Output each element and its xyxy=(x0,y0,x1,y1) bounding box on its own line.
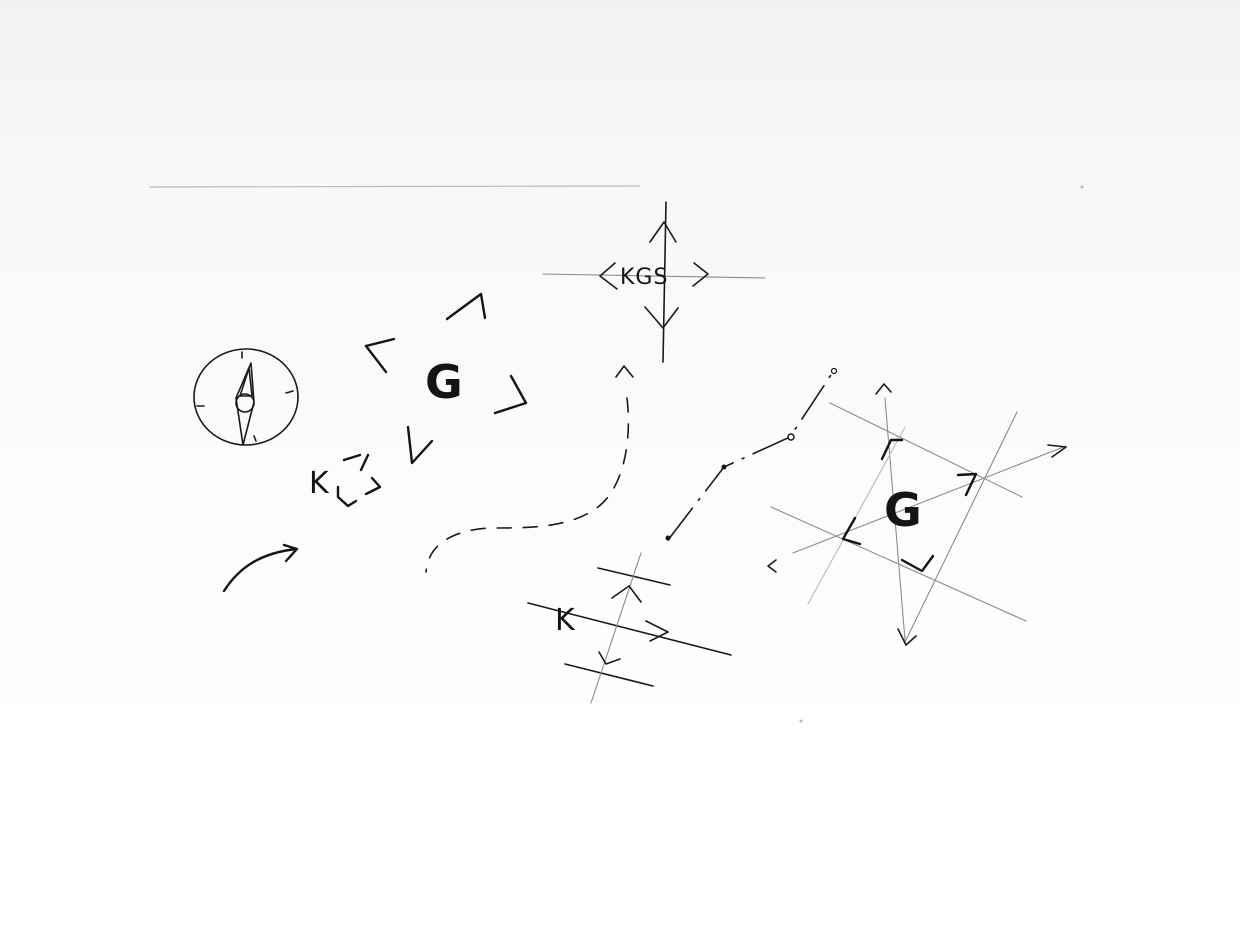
k-grid-vertical xyxy=(590,552,642,704)
k-grid-up-caret xyxy=(611,585,642,603)
g-grid-up-caret xyxy=(875,383,892,395)
g-bracket-top-left xyxy=(880,438,904,461)
g-grid-line-6 xyxy=(807,426,906,605)
bracket-top-left-leg xyxy=(364,344,388,374)
g-grid-cluster: G xyxy=(767,383,1067,646)
k-grid-line-bottom xyxy=(564,663,654,687)
label-right-bracket xyxy=(692,262,709,287)
dot-dash-connector xyxy=(665,367,838,541)
g-grid-down-caret xyxy=(897,628,917,646)
bracket-top-left xyxy=(364,337,396,348)
dash-box-right-bottom xyxy=(364,476,382,496)
crosshair-down-arrow xyxy=(644,306,679,329)
g-grid-line-5 xyxy=(884,397,906,641)
g-grid-right-arrow xyxy=(1047,444,1067,458)
dash-box-top xyxy=(342,453,362,462)
g-grid-line-4 xyxy=(904,411,1018,643)
dashed-path-arrowhead xyxy=(615,365,634,378)
paper-speck xyxy=(799,719,803,723)
k-box-cluster: K xyxy=(309,453,382,508)
g-grid-line-3 xyxy=(792,445,1067,554)
k-grid-line-middle xyxy=(527,602,732,656)
g-letter: G xyxy=(425,355,463,409)
g-bracket-bottom-left xyxy=(841,516,862,546)
paper-speck xyxy=(1080,185,1084,189)
kgs-label: KGS xyxy=(620,265,668,290)
dot-dash-line xyxy=(667,371,834,541)
dashed-path-line xyxy=(425,397,630,573)
up-arrow-mark xyxy=(445,292,487,321)
dash-box-right-top xyxy=(359,453,370,472)
dashed-path xyxy=(425,365,634,573)
g-grid-letter: G xyxy=(884,483,922,537)
crosshair-vertical xyxy=(662,201,667,363)
k-grid-cluster: K xyxy=(527,552,732,704)
k-grid-right-caret xyxy=(645,620,669,642)
kgs-crosshair: KGS xyxy=(542,201,766,363)
compass-icon xyxy=(193,348,299,446)
k-grid-letter: K xyxy=(555,603,576,638)
paper-crease xyxy=(149,185,641,188)
k-grid-line-top xyxy=(597,567,671,586)
g-bracket-top-right xyxy=(956,472,978,497)
g-grid-left-caret xyxy=(767,559,777,573)
dash-box-bottom xyxy=(336,485,358,508)
k-letter: K xyxy=(309,466,330,501)
g-bracket-cluster: G xyxy=(364,292,528,465)
crosshair-horizontal xyxy=(542,273,766,279)
k-grid-down-caret xyxy=(598,651,621,665)
down-arrow-mark xyxy=(406,425,434,465)
label-left-bracket xyxy=(599,262,618,290)
curved-arrow-icon xyxy=(222,543,299,593)
g-grid-line-1 xyxy=(829,402,1023,498)
g-bracket-bottom-right xyxy=(900,554,935,573)
crosshair-up-arrow xyxy=(649,221,677,243)
bracket-right xyxy=(493,374,528,415)
